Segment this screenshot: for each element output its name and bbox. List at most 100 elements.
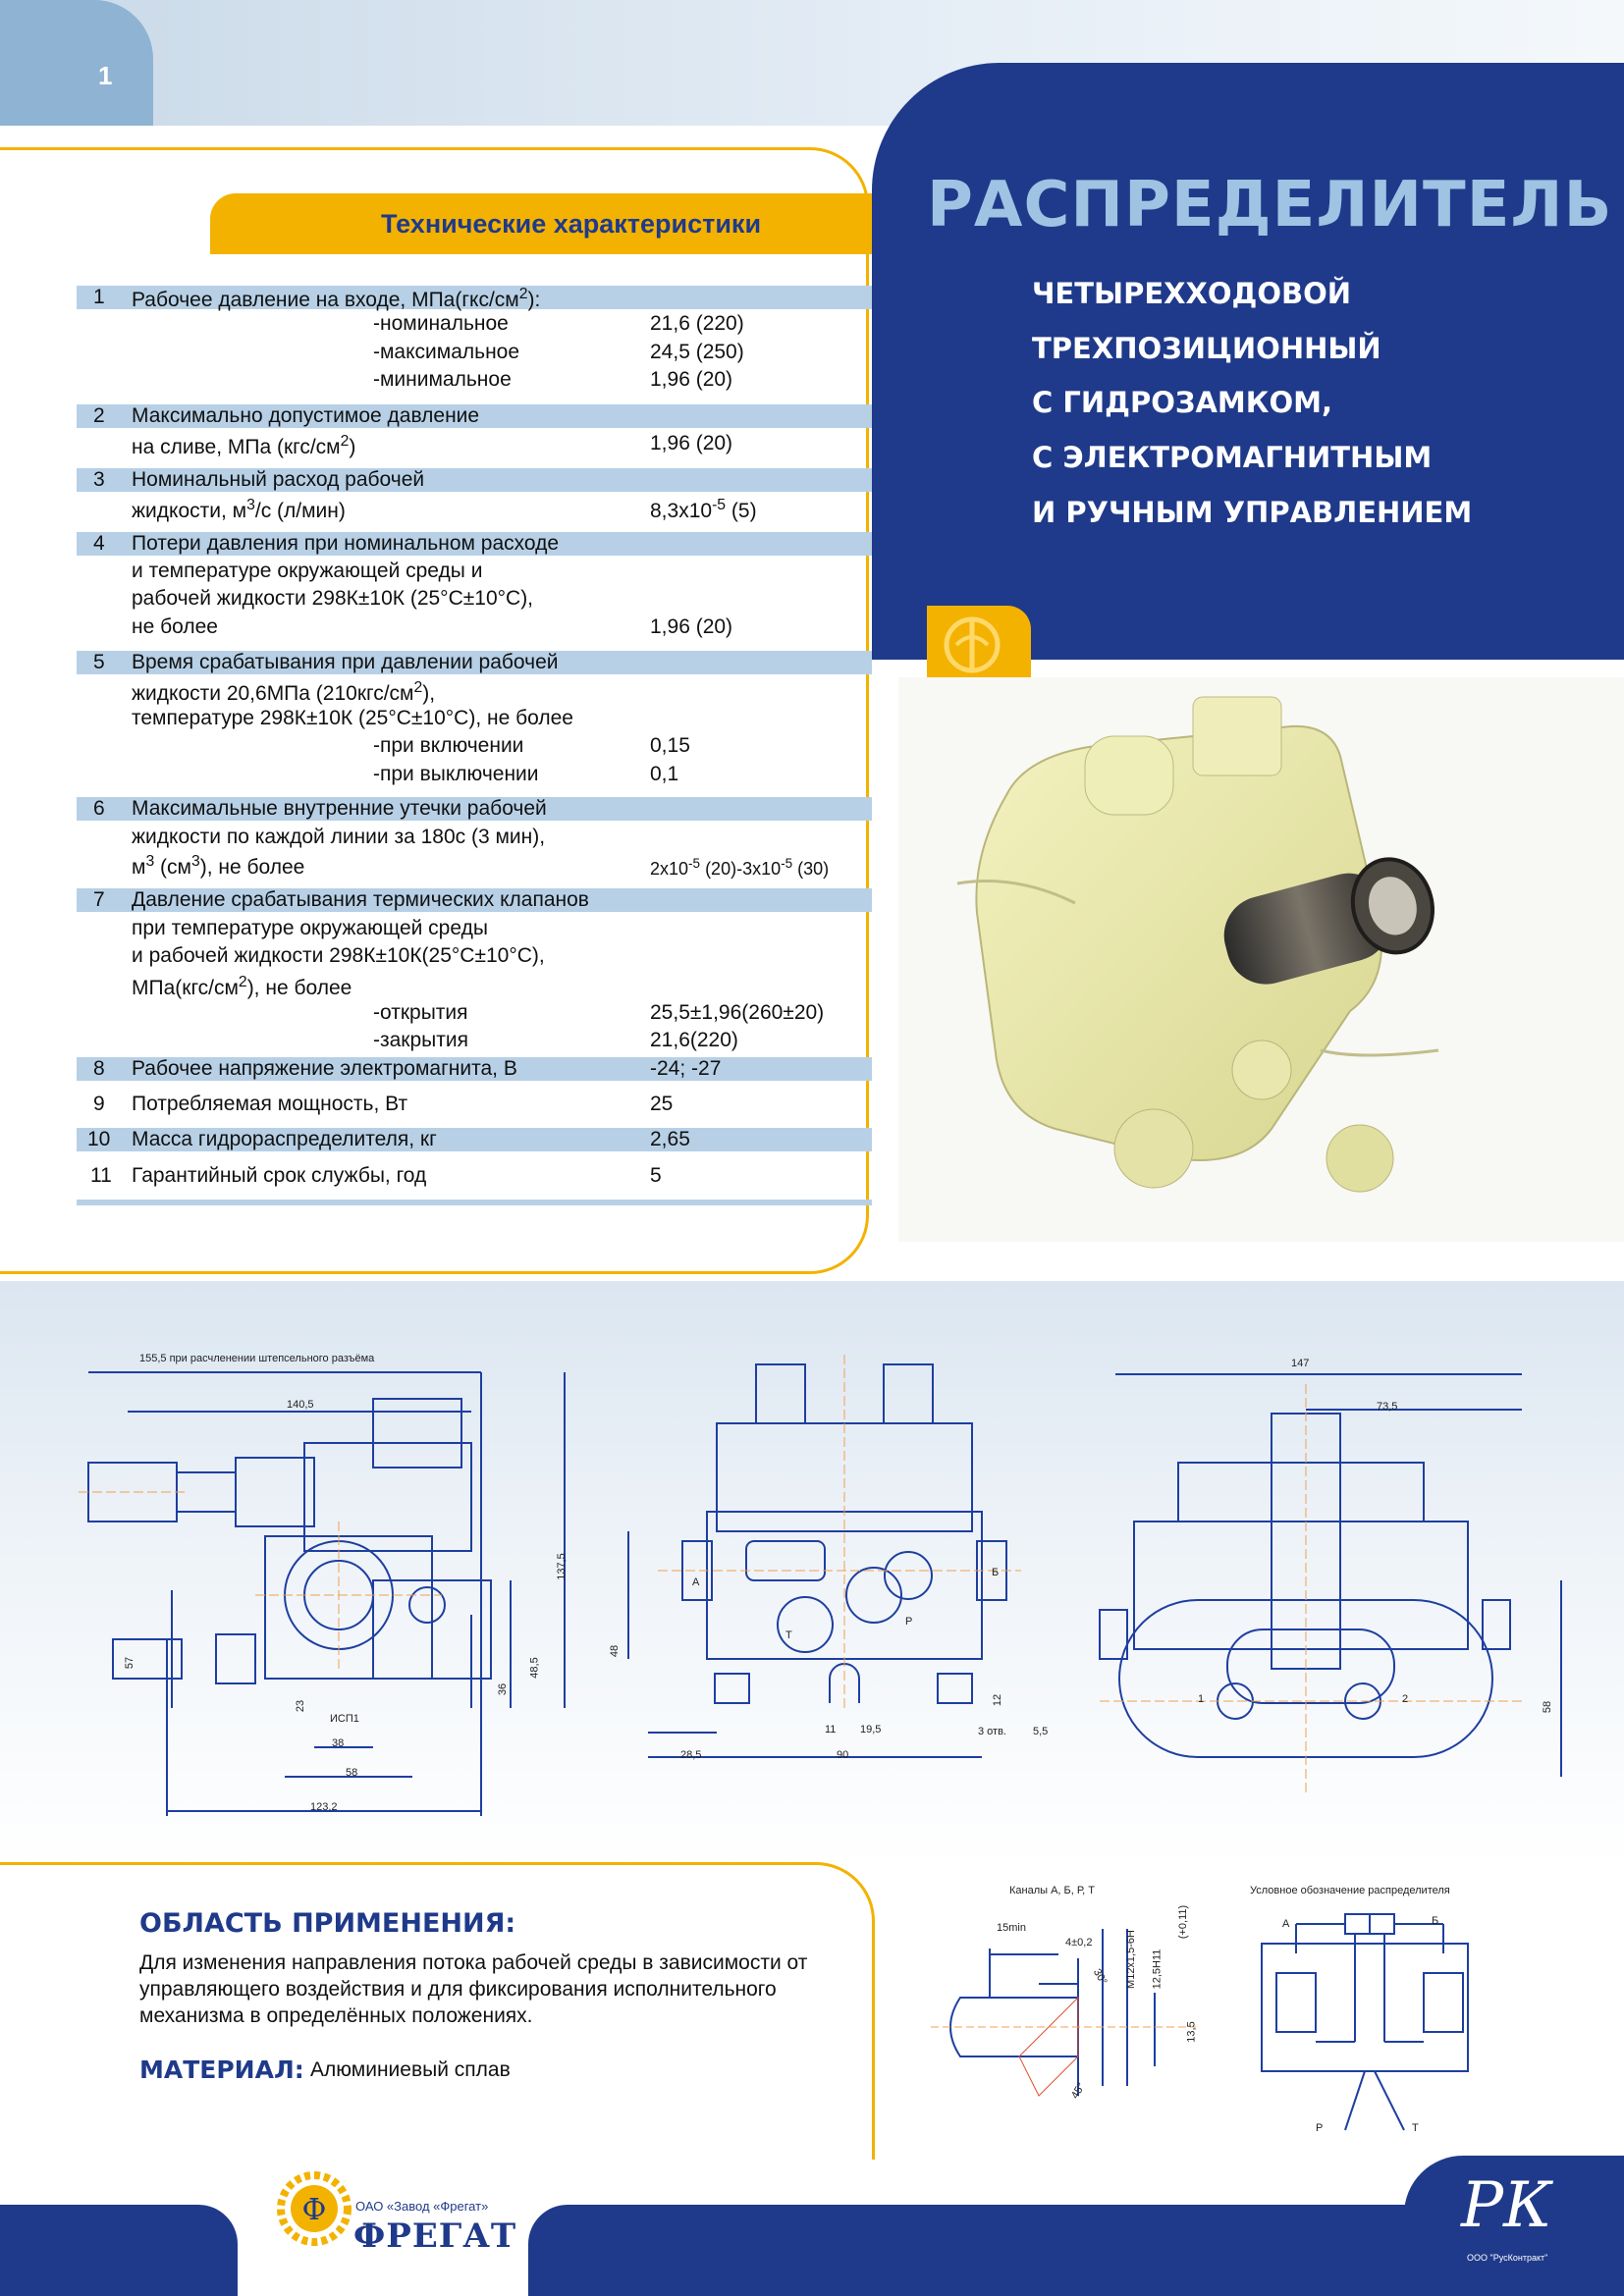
- spec-band-6: [77, 797, 872, 821]
- position-label-1: 1: [1198, 1693, 1205, 1705]
- spec-text: Гарантийный срок службы, год: [132, 1164, 427, 1187]
- spec-band-8: [77, 1057, 872, 1081]
- spec-sub: -при включении: [373, 734, 524, 757]
- spec-text: температуре 298К±10К (25°С±10°С), не бол…: [132, 707, 573, 729]
- dim-label: 19,5: [860, 1724, 882, 1735]
- spec-num: 2: [93, 404, 105, 427]
- spec-num: 6: [93, 797, 105, 820]
- spec-text: Рабочее давление на входе, МПа(гкс/см2):: [132, 286, 541, 311]
- spec-num: 8: [93, 1057, 105, 1080]
- port-label-p: Р: [905, 1616, 913, 1628]
- spec-num: 5: [93, 651, 105, 673]
- channel-detail-drawing: [931, 1929, 1196, 2097]
- spec-text: на сливе, МПа (кгс/см2): [132, 433, 356, 458]
- spec-text: жидкости по каждой линии за 180с (3 мин)…: [132, 826, 546, 848]
- spec-header-bar: [210, 193, 872, 254]
- spec-value: 2,65: [650, 1128, 690, 1150]
- page-number: 1: [98, 61, 113, 90]
- spec-band-4: [77, 532, 872, 556]
- application-heading: ОБЛАСТЬ ПРИМЕНЕНИЯ:: [139, 1908, 516, 1939]
- spec-value: 21,6(220): [650, 1029, 738, 1051]
- main-title: РАСПРЕДЕЛИТЕЛЬ: [927, 169, 1613, 241]
- spec-band-7: [77, 888, 872, 912]
- spec-num: 3: [93, 468, 105, 491]
- spec-value: 24,5 (250): [650, 341, 744, 363]
- spec-text: не более: [132, 615, 218, 638]
- spec-value: 8,3x10-5 (5): [650, 497, 757, 522]
- dim-label: 5,5: [1033, 1726, 1049, 1737]
- part-label: ИСП1: [330, 1713, 359, 1725]
- spec-text: при температуре окружающей среды: [132, 917, 488, 939]
- spec-text: Давление срабатывания термических клапан…: [132, 888, 589, 911]
- title-block: [872, 63, 1624, 660]
- dim-label: 57: [124, 1656, 136, 1670]
- spec-value: 1,96 (20): [650, 368, 733, 391]
- spec-sub: -номинальное: [373, 312, 509, 335]
- spec-text: Максимальные внутренние утечки рабочей: [132, 797, 547, 820]
- application-text: Для изменения направления потока рабочей…: [139, 1951, 808, 2027]
- top-view-drawing: [1099, 1373, 1562, 1796]
- dim-label: 38: [332, 1737, 345, 1749]
- spec-frame: [0, 147, 869, 1274]
- dim-label: 90: [837, 1749, 849, 1761]
- fregat-emblem-icon: [944, 616, 1001, 673]
- spec-text: м3 (см3), не более: [132, 853, 305, 879]
- channels-title: Каналы А, Б, Р, Т: [1009, 1885, 1095, 1896]
- spec-num: 11: [90, 1164, 112, 1187]
- spec-text: жидкости, м3/с (л/мин): [132, 497, 346, 522]
- spec-heading: Технические характеристики: [381, 209, 762, 239]
- spec-text: рабочей жидкости 298К±10К (25°С±10°С),: [132, 587, 534, 610]
- spec-band-bottom: [77, 1200, 872, 1205]
- spec-text: и рабочей жидкости 298К±10К(25°С±10°С),: [132, 944, 545, 967]
- spec-num: 9: [93, 1093, 105, 1115]
- dim-label: 23: [295, 1699, 307, 1713]
- subtitle-line-2: ТРЕХПОЗИЦИОННЫЙ: [1032, 332, 1381, 365]
- spec-band-1: [77, 286, 872, 309]
- spec-value: 21,6 (220): [650, 312, 744, 335]
- spec-num: 10: [87, 1128, 111, 1150]
- spec-text: Потребляемая мощность, Вт: [132, 1093, 408, 1115]
- spec-text: Максимально допустимое давление: [132, 404, 480, 427]
- spec-value: -24; -27: [650, 1057, 722, 1080]
- spec-sub: -закрытия: [373, 1029, 468, 1051]
- spec-text: Потери давления при номинальном расходе: [132, 532, 560, 555]
- subtitle-line-1: ЧЕТЫРЕХХОДОВОЙ: [1032, 277, 1352, 310]
- front-view-drawing: [627, 1355, 1021, 1758]
- material-value: Алюминиевый сплав: [310, 2058, 511, 2081]
- dim-label: (+0,11): [1177, 1904, 1190, 1940]
- dim-label: 28,5: [680, 1749, 702, 1761]
- footer-logo-block: [1404, 2156, 1624, 2296]
- subtitle-line-4: С ЭЛЕКТРОМАГНИТНЫМ: [1032, 441, 1433, 474]
- dim-label: 48,5: [528, 1657, 541, 1679]
- dim-label: M12x1,5-6H: [1124, 1930, 1137, 1989]
- spec-band-5: [77, 651, 872, 674]
- spec-value: 2x10-5 (20)-3x10-5 (30): [650, 856, 830, 879]
- spec-sub: -минимальное: [373, 368, 512, 391]
- fregat-name: ФРЕГАТ: [353, 2216, 517, 2256]
- spec-text: Время срабатывания при давлении рабочей: [132, 651, 559, 673]
- spec-text: Рабочее напряжение электромагнита, В: [132, 1057, 517, 1080]
- spec-text: жидкости 20,6МПа (210кгс/см2),: [132, 679, 436, 705]
- spec-value: 1,96 (20): [650, 615, 733, 638]
- spec-value: 5: [650, 1164, 662, 1187]
- subtitle-line-5: И РУЧНЫМ УПРАВЛЕНИЕМ: [1032, 496, 1473, 529]
- ruskontrakt-logo: РК: [1461, 2169, 1552, 2242]
- spec-band-2: [77, 404, 872, 428]
- fregat-company-line: ОАО «Завод «Фрегат»: [355, 2199, 489, 2214]
- symbol-title: Условное обозначение распределителя: [1250, 1885, 1450, 1896]
- spec-text: Номинальный расход рабочей: [132, 468, 425, 491]
- spec-value: 25: [650, 1093, 674, 1115]
- dim-label: 73,5: [1377, 1401, 1398, 1413]
- spec-band-10: [77, 1128, 872, 1151]
- symbol-label-b: Б: [1432, 1915, 1439, 1927]
- dim-label: 137,5: [555, 1553, 568, 1580]
- dim-label: 58: [1542, 1700, 1554, 1714]
- spec-sub: -при выключении: [373, 763, 539, 785]
- spec-value: 1,96 (20): [650, 432, 733, 454]
- port-label-a: А: [692, 1576, 700, 1588]
- material-label: МАТЕРИАЛ:: [139, 2056, 304, 2084]
- dim-label: 13,5: [1185, 2021, 1198, 2043]
- position-label-2: 2: [1402, 1693, 1409, 1705]
- spec-text: Масса гидрораспределителя, кг: [132, 1128, 437, 1150]
- ruskontrakt-caption: ООО "РусКонтракт": [1467, 2253, 1548, 2263]
